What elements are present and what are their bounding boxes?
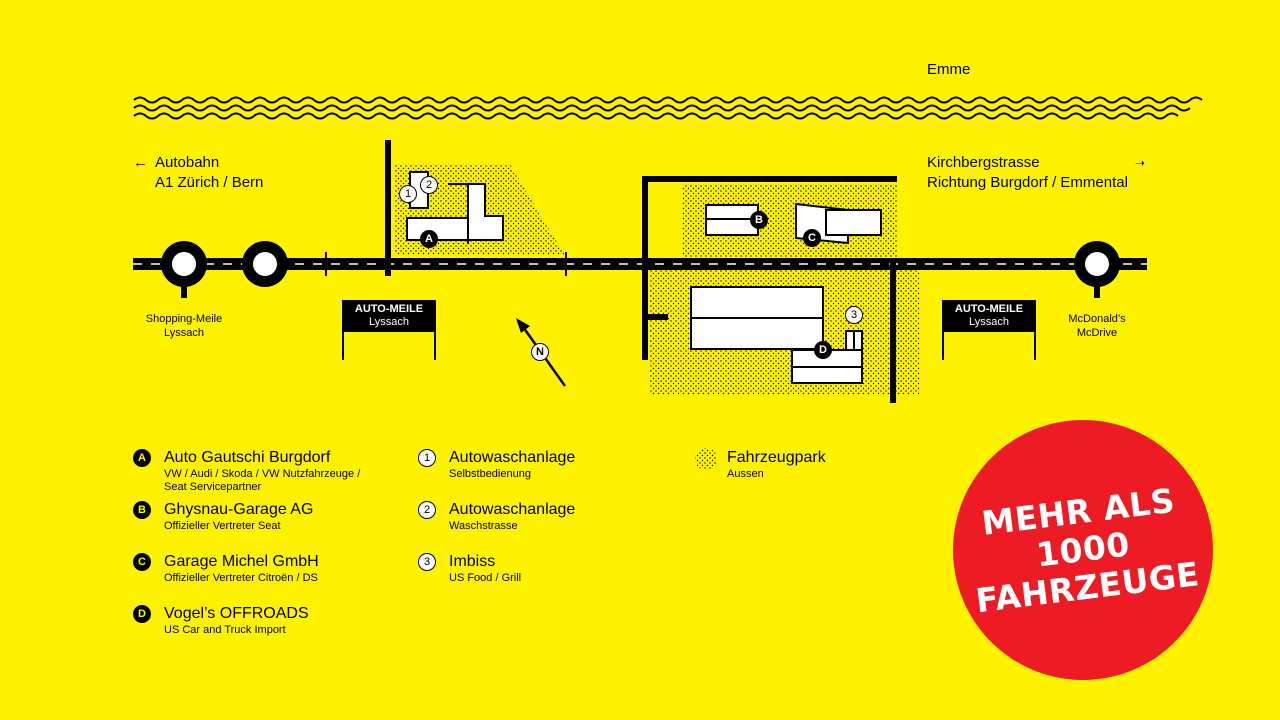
- marker-a: A: [420, 230, 438, 248]
- arrow-right-icon: ➝: [1134, 156, 1145, 170]
- side-roads: [325, 140, 897, 403]
- sign-posts: [342, 320, 1036, 360]
- marker-1: 1: [399, 185, 417, 203]
- north-marker: N: [531, 343, 549, 361]
- dotted-area-icon: [695, 448, 717, 470]
- left-direction: ←Autobahn A1 Zürich / Bern: [133, 154, 264, 191]
- badge-d: D: [133, 605, 151, 623]
- marker-b: B: [750, 211, 768, 229]
- marker-d: D: [814, 341, 832, 359]
- roundabouts: [161, 241, 1120, 298]
- shopping-roundabout-label: Shopping-Meile Lyssach: [145, 313, 223, 339]
- promo-badge: MEHR ALS 1000 FAHRZEUGE: [953, 420, 1213, 680]
- badge-b: B: [133, 501, 151, 519]
- river-label: Emme: [927, 61, 971, 78]
- auto-meile-sign-right: AUTO-MEILE Lyssach: [942, 300, 1036, 332]
- badge-2: 2: [418, 501, 436, 519]
- badge-a: A: [133, 449, 151, 467]
- marker-c: C: [803, 229, 821, 247]
- marker-3: 3: [845, 306, 863, 324]
- badge-3: 3: [418, 553, 436, 571]
- mcdonalds-roundabout-label: McDonald’s McDrive: [1068, 313, 1126, 339]
- badge-1: 1: [418, 449, 436, 467]
- auto-meile-sign-left: AUTO-MEILE Lyssach: [342, 300, 436, 332]
- right-direction: Kirchbergstrasse➝ Richtung Burgdorf / Em…: [927, 154, 1145, 191]
- arrow-left-icon: ←: [133, 154, 148, 171]
- marker-2: 2: [420, 176, 438, 194]
- river-waves: [133, 96, 1203, 120]
- badge-c: C: [133, 553, 151, 571]
